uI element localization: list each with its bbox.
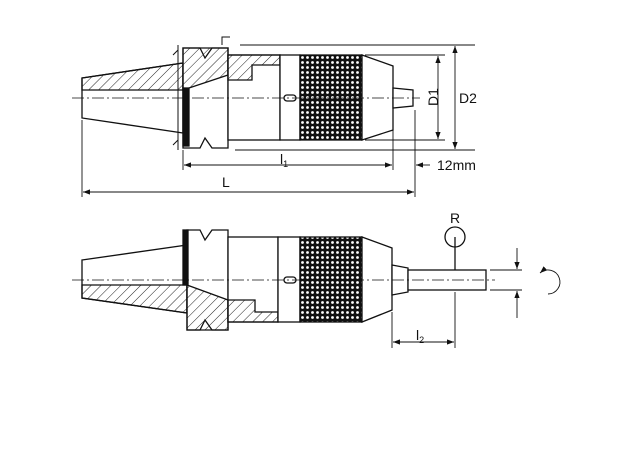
d1-label: D1 (424, 88, 441, 106)
l1-text: l (280, 151, 284, 167)
knurled-sleeve-2 (299, 236, 363, 323)
l2-text: l (416, 327, 420, 343)
offset-label: 12mm (437, 157, 476, 173)
d2-label: D2 (459, 90, 477, 106)
runout-label: R (450, 210, 461, 226)
length-label: L (222, 174, 230, 190)
top-view (72, 36, 475, 197)
l1-sub: 1 (283, 159, 289, 169)
rotation-arrow-icon (539, 266, 561, 295)
l2-label: l2 (416, 328, 424, 345)
bottom-view (72, 226, 561, 348)
l1-label: l1 (280, 152, 288, 169)
seal-ring (182, 87, 190, 147)
l2-sub: 2 (419, 335, 425, 345)
taper-section-hatch (81, 62, 184, 91)
knurled-sleeve (299, 54, 363, 141)
chuck-nose (361, 54, 394, 141)
